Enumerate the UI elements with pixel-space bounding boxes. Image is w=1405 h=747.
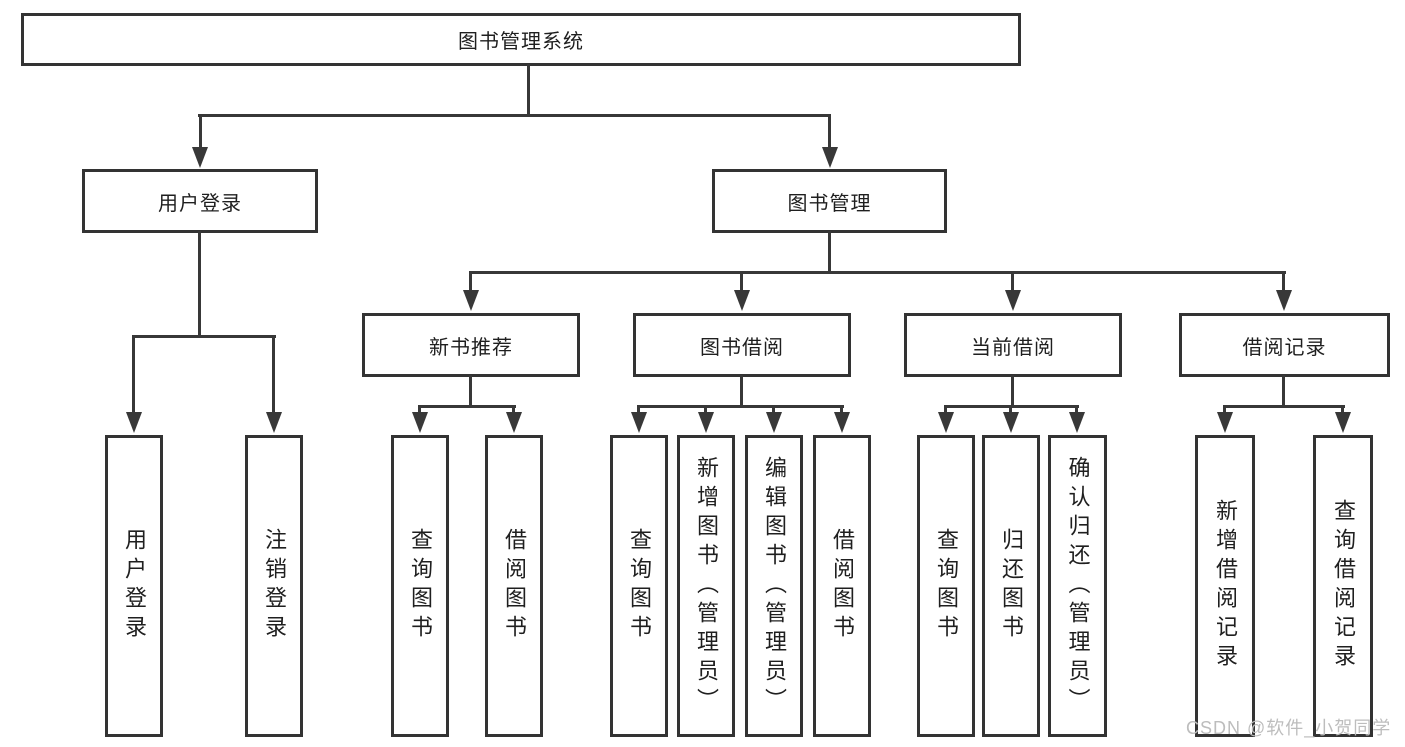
arrow-down-icon — [412, 412, 428, 433]
edge-to-book-borrow — [740, 271, 743, 295]
edge-new-book-riser — [469, 375, 472, 407]
leaf-bb-add-books-admin: 新增图书（管理员） — [677, 435, 735, 737]
edge-to-user-login — [199, 114, 202, 150]
csdn-watermark: CSDN @软件_小贺同学 — [1186, 718, 1392, 738]
node-book-mgmt: 图书管理 — [712, 169, 947, 233]
leaf-cb-query-books-label: 查询图书 — [934, 528, 959, 644]
node-current-borrow: 当前借阅 — [904, 313, 1122, 377]
leaf-cb-return-books: 归还图书 — [982, 435, 1040, 737]
node-root-label: 图书管理系统 — [458, 31, 584, 53]
leaf-bb-borrow-books: 借阅图书 — [813, 435, 871, 737]
leaf-cb-confirm-return-admin-label: 确认归还（管理员） — [1065, 455, 1091, 717]
arrow-down-icon — [1069, 412, 1085, 433]
edge-to-leaf — [1075, 405, 1078, 415]
edge-current-borrow-branch — [945, 405, 1079, 408]
leaf-nb-query-books: 查询图书 — [391, 435, 449, 737]
arrow-down-icon — [734, 290, 750, 311]
arrow-down-icon — [834, 412, 850, 433]
edge-to-leaf — [1223, 405, 1226, 415]
edge-new-book-branch — [419, 405, 516, 408]
leaf-bb-edit-books-admin-label: 编辑图书（管理员） — [762, 455, 787, 717]
leaf-br-add-record-label: 新增借阅记录 — [1213, 499, 1238, 673]
edge-borrow-record-branch — [1224, 405, 1345, 408]
node-root: 图书管理系统 — [21, 13, 1021, 66]
arrow-down-icon — [192, 147, 208, 168]
edge-user-login-riser — [198, 231, 201, 337]
edge-to-leaf-login — [132, 335, 135, 415]
leaf-bb-edit-books-admin: 编辑图书（管理员） — [745, 435, 803, 737]
edge-root-riser — [527, 64, 530, 116]
edge-current-borrow-riser — [1011, 375, 1014, 407]
arrow-down-icon — [1005, 290, 1021, 311]
leaf-nb-borrow-books-label: 借阅图书 — [502, 528, 527, 644]
node-book-borrow: 图书借阅 — [633, 313, 851, 377]
arrow-down-icon — [1276, 290, 1292, 311]
edge-root-branch — [198, 114, 831, 117]
leaf-bb-query-books: 查询图书 — [610, 435, 668, 737]
edge-to-new-book — [469, 271, 472, 295]
edge-book-borrow-riser — [740, 375, 743, 407]
arrow-down-icon — [938, 412, 954, 433]
node-book-mgmt-label: 图书管理 — [787, 192, 872, 215]
leaf-logout: 注销登录 — [245, 435, 303, 737]
leaf-cb-query-books: 查询图书 — [917, 435, 975, 737]
node-new-book-recommend-label: 新书推荐 — [429, 336, 513, 359]
leaf-cb-confirm-return-admin: 确认归还（管理员） — [1048, 435, 1107, 737]
leaf-bb-add-books-admin-label: 新增图书（管理员） — [694, 455, 719, 717]
edge-borrow-record-riser — [1282, 375, 1285, 407]
edge-to-current-borrow — [1011, 271, 1014, 295]
edge-to-leaf — [637, 405, 640, 415]
edge-to-book-mgmt — [828, 114, 831, 150]
leaf-br-add-record: 新增借阅记录 — [1195, 435, 1255, 737]
leaf-bb-borrow-books-label: 借阅图书 — [830, 528, 855, 644]
edge-book-mgmt-branch — [470, 271, 1286, 274]
node-borrow-record: 借阅记录 — [1179, 313, 1390, 377]
leaf-cb-return-books-label: 归还图书 — [999, 528, 1024, 644]
node-borrow-record-label: 借阅记录 — [1242, 336, 1327, 359]
edge-to-leaf — [418, 405, 421, 415]
edge-to-leaf — [512, 405, 515, 415]
arrow-down-icon — [126, 412, 142, 433]
arrow-down-icon — [766, 412, 782, 433]
arrow-down-icon — [266, 412, 282, 433]
arrow-down-icon — [822, 147, 838, 168]
edge-to-leaf — [840, 405, 843, 415]
arrow-down-icon — [1217, 412, 1233, 433]
edge-to-leaf — [944, 405, 947, 415]
edge-to-leaf-logout — [272, 335, 275, 415]
leaf-user-login-label: 用户登录 — [122, 528, 147, 644]
node-user-login: 用户登录 — [82, 169, 318, 233]
leaf-bb-query-books-label: 查询图书 — [627, 528, 652, 644]
arrow-down-icon — [463, 290, 479, 311]
edge-book-mgmt-riser — [828, 231, 831, 273]
edge-book-borrow-branch — [638, 405, 844, 408]
edge-user-login-branch — [134, 335, 276, 338]
edge-to-borrow-record — [1282, 271, 1285, 295]
arrow-down-icon — [1335, 412, 1351, 433]
edge-to-leaf — [772, 405, 775, 415]
edge-to-leaf — [1341, 405, 1344, 415]
node-new-book-recommend: 新书推荐 — [362, 313, 580, 377]
leaf-nb-query-books-label: 查询图书 — [408, 528, 433, 644]
edge-to-leaf — [704, 405, 707, 415]
node-book-borrow-label: 图书借阅 — [700, 336, 784, 359]
leaf-br-query-record: 查询借阅记录 — [1313, 435, 1373, 737]
node-user-login-label: 用户登录 — [158, 192, 242, 215]
leaf-nb-borrow-books: 借阅图书 — [485, 435, 543, 737]
arrow-down-icon — [1003, 412, 1019, 433]
leaf-user-login: 用户登录 — [105, 435, 163, 737]
edge-to-leaf — [1009, 405, 1012, 415]
leaf-br-query-record-label: 查询借阅记录 — [1331, 499, 1356, 673]
arrow-down-icon — [506, 412, 522, 433]
node-current-borrow-label: 当前借阅 — [971, 336, 1055, 359]
arrow-down-icon — [698, 412, 714, 433]
arrow-down-icon — [631, 412, 647, 433]
leaf-logout-label: 注销登录 — [262, 528, 287, 644]
